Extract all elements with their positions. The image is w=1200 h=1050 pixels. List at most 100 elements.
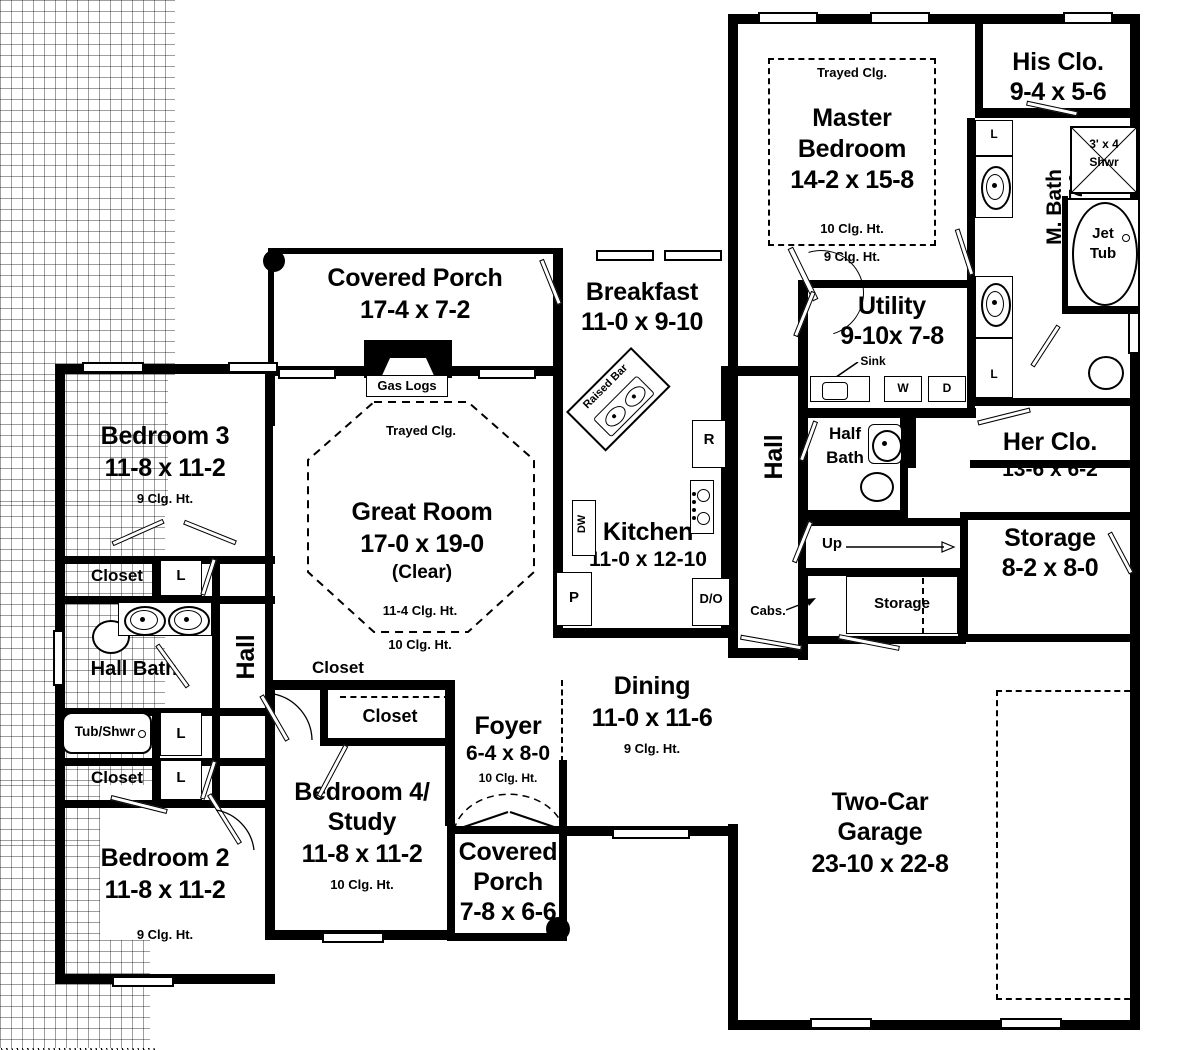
wall-stairs-top <box>806 518 966 526</box>
bedroom2-dimensions: 11-8 x 11-2 <box>104 876 226 904</box>
window-breakfast-1 <box>596 250 654 261</box>
master-trayed-label: Trayed Clg. <box>816 65 888 80</box>
wall-storagesmall-right <box>958 568 966 644</box>
hall-center-label: Hall <box>760 434 788 480</box>
hall-bath-sink-1-drain <box>140 617 145 622</box>
bed4-closet-name: Closet <box>362 706 418 726</box>
wall-bed4closet-left <box>320 690 328 742</box>
dryer-label: D <box>942 381 952 395</box>
window-hiscloset <box>1063 12 1113 24</box>
stairs-up-arrow-icon <box>846 541 956 553</box>
jet-tub-fixture <box>1122 234 1130 242</box>
his-closet-shelf-top <box>0 1048 155 1050</box>
wall-kitchen-right <box>721 366 731 638</box>
closet-bottom-label: Closet <box>91 768 143 787</box>
pantry-box <box>556 572 592 626</box>
wall-storagesmall-bottom <box>806 636 966 644</box>
wall-hall-left-wing <box>265 426 273 690</box>
garage-dimensions: 23-10 x 22-8 <box>811 850 949 878</box>
storage-name: Storage <box>1004 524 1096 552</box>
washer-label: W <box>897 381 909 395</box>
washer-box <box>884 376 922 402</box>
hall-corner-marker <box>268 690 278 700</box>
hall-opening-2 <box>271 566 273 620</box>
wall-porch-front-right <box>559 826 567 941</box>
bedroom3-dimensions: 11-8 x 11-2 <box>104 454 226 482</box>
bedroom3-ceiling: 9 Clg. Ht. <box>136 491 194 506</box>
great-room-ceiling-inner: 11-4 Clg. Ht. <box>382 603 458 618</box>
half-bath-sink-drain <box>882 441 887 446</box>
tub-shower-label: Tub/Shwr <box>74 724 136 739</box>
linen-mid-label: L <box>176 725 186 742</box>
cooktop-burner-2 <box>697 512 710 525</box>
jet-tub-label-line2: Tub <box>1089 245 1117 262</box>
entry-door-swing-icon[interactable] <box>452 790 566 832</box>
half-bath-toilet <box>860 472 894 502</box>
breakfast-dimensions: 11-0 x 9-10 <box>580 308 704 336</box>
wall-bed4-left <box>265 686 275 936</box>
bedroom3-name: Bedroom 3 <box>100 422 230 450</box>
linen-bottom-label: L <box>176 769 186 786</box>
tub-drain <box>138 730 146 738</box>
wall-jettub-left <box>1062 196 1068 308</box>
wall-hiscloset-left <box>975 14 983 114</box>
cabs-callout-arrow-icon <box>786 598 816 611</box>
door-leaf-hercloset[interactable] <box>977 407 1031 426</box>
wall-halfbath-bottom <box>806 510 908 518</box>
wall-right-lower <box>1130 520 1140 1030</box>
pantry-label: P <box>568 589 579 606</box>
wall-storage-bottom <box>960 634 1132 642</box>
wall-kitchen-bottom <box>553 628 731 638</box>
foyer-ceiling: 10 Clg. Ht. <box>478 771 538 785</box>
wall-linen-bot-left <box>152 760 160 800</box>
wall-stairs-bottom <box>806 568 966 576</box>
window-garage-1 <box>810 1018 872 1029</box>
master-ceiling-inner: 10 Clg. Ht. <box>820 221 884 236</box>
door-leaf-bed3[interactable] <box>183 519 237 546</box>
garage-car-pad-outline <box>996 690 1140 1000</box>
cooktop-knob-1 <box>692 492 696 496</box>
wall-bed4closet-bottom <box>320 738 455 746</box>
dining-ceiling: 9 Clg. Ht. <box>623 741 681 756</box>
master-bedroom-name-line1: Master <box>812 104 892 132</box>
closet-top-label: Closet <box>91 566 143 585</box>
wall-foyer-right-lower <box>559 760 567 830</box>
wall-greatroom-bottom <box>265 680 455 690</box>
utility-sink-basin <box>822 382 848 400</box>
linen-l-box-mbath-bottom <box>975 338 1013 398</box>
kitchen-island-group: Raised Bar <box>566 346 671 452</box>
front-porch-dimensions: 7-8 x 6-6 <box>459 898 557 926</box>
wall-porch-front-bottom <box>447 933 567 941</box>
foyer-hall-opening-a <box>340 686 450 688</box>
hall-left-label: Hall <box>232 634 260 680</box>
storage-small-label: Storage <box>874 595 930 612</box>
wall-master-left <box>728 14 738 374</box>
wall-storage-top <box>960 512 1132 520</box>
wall-greatroom-left-top <box>265 366 275 426</box>
stairs-landing <box>806 526 820 568</box>
front-porch-name-line2: Porch <box>473 868 543 896</box>
her-closet-dimensions: 13-6 x 6-2 <box>1002 458 1098 481</box>
cooktop-knob-4 <box>692 516 696 520</box>
jet-tub-label-line1: Jet <box>1092 225 1114 242</box>
dishwasher-label-rot: DW <box>576 502 592 546</box>
door-leaf-mbath-toilet[interactable] <box>1030 324 1061 368</box>
cabs-label: Cabs. <box>750 603 786 618</box>
window-greatroom-2 <box>478 368 536 379</box>
garage-name-line2: Garage <box>837 818 923 846</box>
linen-label-mbath-bottom: L <box>990 367 998 381</box>
refrigerator-box <box>692 420 726 468</box>
sink-mbath-top-drain <box>992 183 997 188</box>
wall-foyer-left <box>447 686 455 831</box>
master-bedroom-dimensions: 14-2 x 15-8 <box>790 166 914 194</box>
his-closet-dimensions: 9-4 x 5-6 <box>1009 78 1107 106</box>
wall-closet-top-bottom <box>55 596 275 604</box>
linen-bottom-box <box>160 760 202 800</box>
wall-rearporch-top <box>268 248 563 254</box>
his-closet-name: His Clo. <box>1012 48 1104 76</box>
refrigerator-label: R <box>703 431 715 448</box>
dryer-box <box>928 376 966 402</box>
dining-name: Dining <box>613 672 691 700</box>
great-room-ceiling-outer: 10 Clg. Ht. <box>388 637 452 652</box>
